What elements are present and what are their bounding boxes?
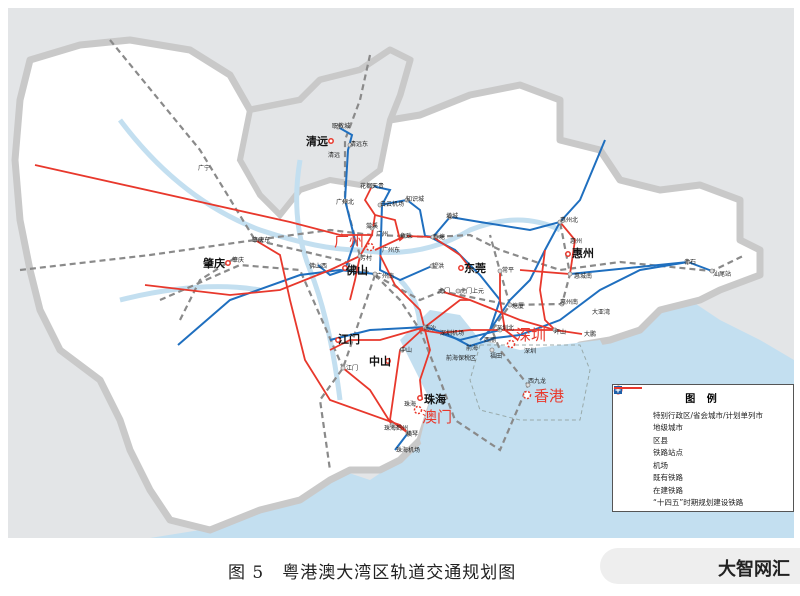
map-canvas: [8, 8, 794, 538]
station-label: 深圳北: [496, 325, 515, 332]
legend-label: 铁路站点: [653, 448, 683, 458]
station-label: 新塘: [433, 234, 446, 241]
city-qingyuan: 清远: [306, 135, 328, 148]
land-qingyuan: [236, 46, 414, 220]
station-label: 广州北: [336, 199, 355, 206]
station-label: 虎门: [438, 288, 451, 295]
station-label: 虎门上元: [460, 288, 485, 295]
existing-railways: [19, 39, 746, 471]
rivers: [118, 118, 562, 401]
legend-item: 铁路站点: [613, 386, 793, 460]
city-zhuhai: 珠海: [424, 393, 446, 406]
station-label: 中山: [400, 347, 413, 354]
legend-label: 既有铁路: [653, 473, 683, 483]
city-zhaoqing: 肇庆: [203, 257, 225, 270]
station-label: 白云机场: [380, 201, 405, 208]
station-label: 知识城: [406, 196, 425, 203]
city-markers: [225, 138, 571, 415]
legend-item: 既有铁路: [613, 387, 793, 485]
station-label: 清远: [328, 152, 341, 159]
station-label: 前海: [466, 345, 479, 352]
station-label: 江门: [346, 365, 359, 372]
station-nodes: [252, 124, 715, 436]
station-label: 芳村: [360, 255, 373, 262]
station-label: 西丽: [484, 337, 497, 344]
station-label: 大鹏: [584, 331, 597, 338]
station-label: 南沙: [424, 325, 437, 332]
watermark-text: 大智网汇: [718, 559, 790, 580]
station-label: 赤石: [684, 259, 697, 266]
station-label: 坪山: [554, 329, 567, 336]
station-label: 惠州北: [560, 217, 579, 224]
station-label: 鱼珠: [400, 233, 413, 240]
station-label: 西九龙: [528, 378, 547, 385]
station-label: 增城: [446, 213, 459, 220]
city-huizhou: 惠州: [572, 247, 594, 260]
station-label: 前海保税区: [446, 355, 477, 362]
city-jiangmen: 江门: [338, 333, 360, 346]
station-label: 肇庆东: [252, 237, 271, 244]
station-label: 大亚湾: [592, 309, 611, 316]
station-label: 肇庆: [232, 257, 245, 264]
legend-label: 地级城市: [653, 423, 683, 433]
station-label: 汕尾站: [713, 271, 732, 278]
station-label: 广州东: [382, 247, 401, 254]
legend-label: “十四五”时期规划建设铁路: [653, 498, 744, 508]
station-label: 广宁: [198, 165, 211, 172]
station-label: 棠溪: [366, 223, 379, 230]
station-label: 望洪: [432, 263, 445, 270]
city-guangzhou: 广州: [334, 232, 365, 250]
station-label: 佛山西: [309, 263, 328, 270]
station-label: 清远东: [350, 141, 369, 148]
city-hongkong: 香港: [534, 387, 565, 405]
station-label: 深圳: [524, 348, 537, 355]
city-shenzhen: 深圳: [516, 326, 547, 344]
legend-item: “十四五”时期规划建设铁路: [613, 387, 793, 510]
legend-title: 图 例: [685, 394, 721, 405]
city-zhongshan: 中山: [369, 355, 391, 368]
legend-label: 在建铁路: [653, 485, 683, 495]
rail-map: 广州 深圳 香港 澳门 清远 佛山 东莞 惠州 肇庆 江门 中山 珠海 职教城 …: [8, 8, 794, 538]
figure-caption: 图 5 粤港澳大湾区轨道交通规划图: [228, 563, 517, 583]
station-label: 广州南: [376, 273, 395, 280]
legend-item: 特别行政区/省会城市/计划单列市: [613, 385, 793, 422]
station-label: 惠州南: [560, 299, 579, 306]
map-legend: 图 例 特别行政区/省会城市/计划单列市 地级城市 区县 铁路站点 机场 既有铁…: [612, 384, 794, 512]
station-label: 惠城南: [574, 273, 593, 280]
station-label: 福田: [490, 353, 503, 360]
station-label: 广州: [376, 231, 389, 238]
station-label: 深圳机场: [440, 330, 465, 337]
legend-item: 机场: [613, 386, 793, 472]
legend-item: 地级城市: [613, 386, 793, 435]
station-label: 珠海机场: [396, 447, 421, 454]
city-macau: 澳门: [422, 408, 453, 426]
station-label: 珠海: [404, 401, 417, 408]
station-label: 横琴: [406, 431, 419, 438]
station-label: 职教城: [332, 123, 351, 130]
legend-item: 在建铁路: [613, 387, 793, 497]
station-label: 花都天贵: [360, 183, 385, 190]
city-dongguan: 东莞: [464, 262, 486, 275]
watermark: 大智网汇: [600, 548, 800, 584]
station-label: 惠州: [570, 238, 583, 245]
legend-label: 机场: [653, 460, 668, 470]
sea-prd: [400, 310, 620, 490]
legend-label: 区县: [653, 435, 668, 445]
legend-item: 区县: [613, 387, 793, 447]
station-label: 塘厦: [512, 303, 525, 310]
planned-railways: [34, 164, 583, 434]
legend-label: 特别行政区/省会城市/计划单列市: [653, 410, 764, 420]
station-label: 珠海鹤州: [384, 425, 409, 432]
city-foshan: 佛山: [346, 264, 368, 277]
station-label: 常平: [502, 267, 515, 274]
